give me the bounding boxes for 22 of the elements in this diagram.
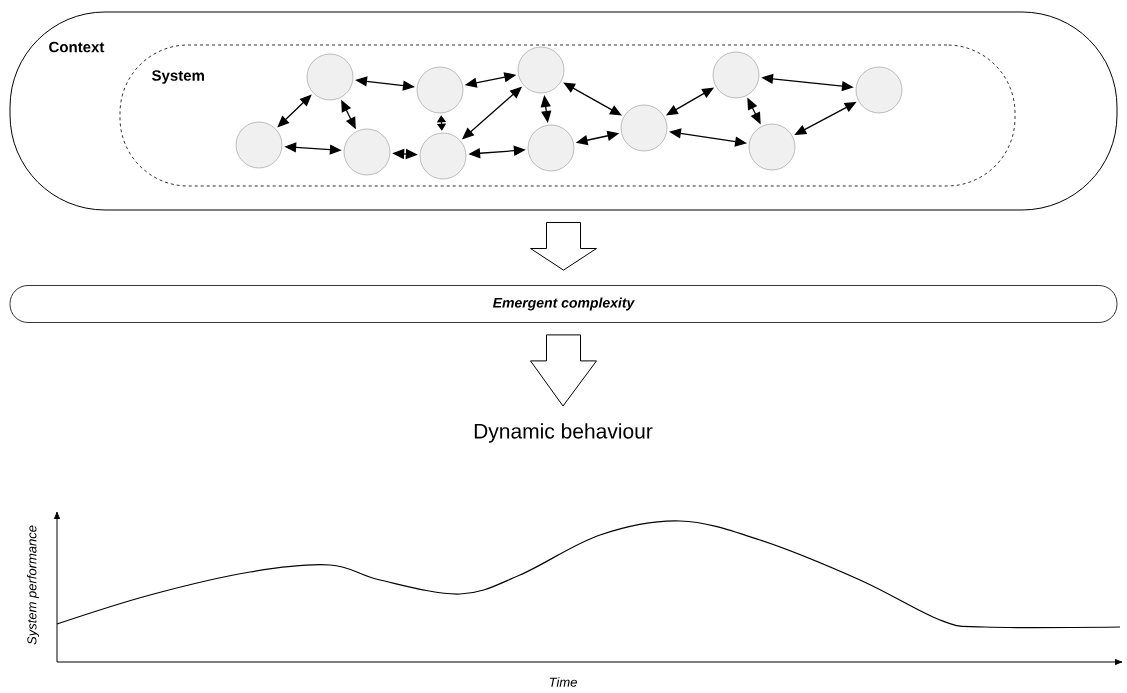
network-node bbox=[527, 124, 575, 172]
chart-title: Dynamic behaviour bbox=[474, 423, 653, 443]
network-node bbox=[712, 51, 760, 99]
arrow bbox=[277, 94, 312, 128]
rounded-band: Emergent complexity bbox=[9, 285, 1118, 323]
network-node bbox=[620, 104, 668, 152]
network-node bbox=[748, 123, 796, 171]
network-node bbox=[306, 53, 354, 101]
block-arrow bbox=[530, 334, 597, 407]
block-arrow bbox=[530, 222, 597, 271]
network-node bbox=[343, 128, 391, 176]
network-node bbox=[235, 121, 283, 169]
network-node bbox=[416, 66, 464, 114]
context-label: Context bbox=[49, 41, 105, 53]
arrow bbox=[563, 82, 622, 116]
arrow bbox=[436, 115, 447, 131]
axis-label: System performance bbox=[26, 525, 40, 645]
network-node bbox=[517, 46, 565, 94]
system-label: System bbox=[152, 70, 204, 84]
network-node bbox=[855, 66, 903, 114]
axis-label: Time bbox=[549, 677, 577, 687]
network-node bbox=[419, 132, 467, 180]
